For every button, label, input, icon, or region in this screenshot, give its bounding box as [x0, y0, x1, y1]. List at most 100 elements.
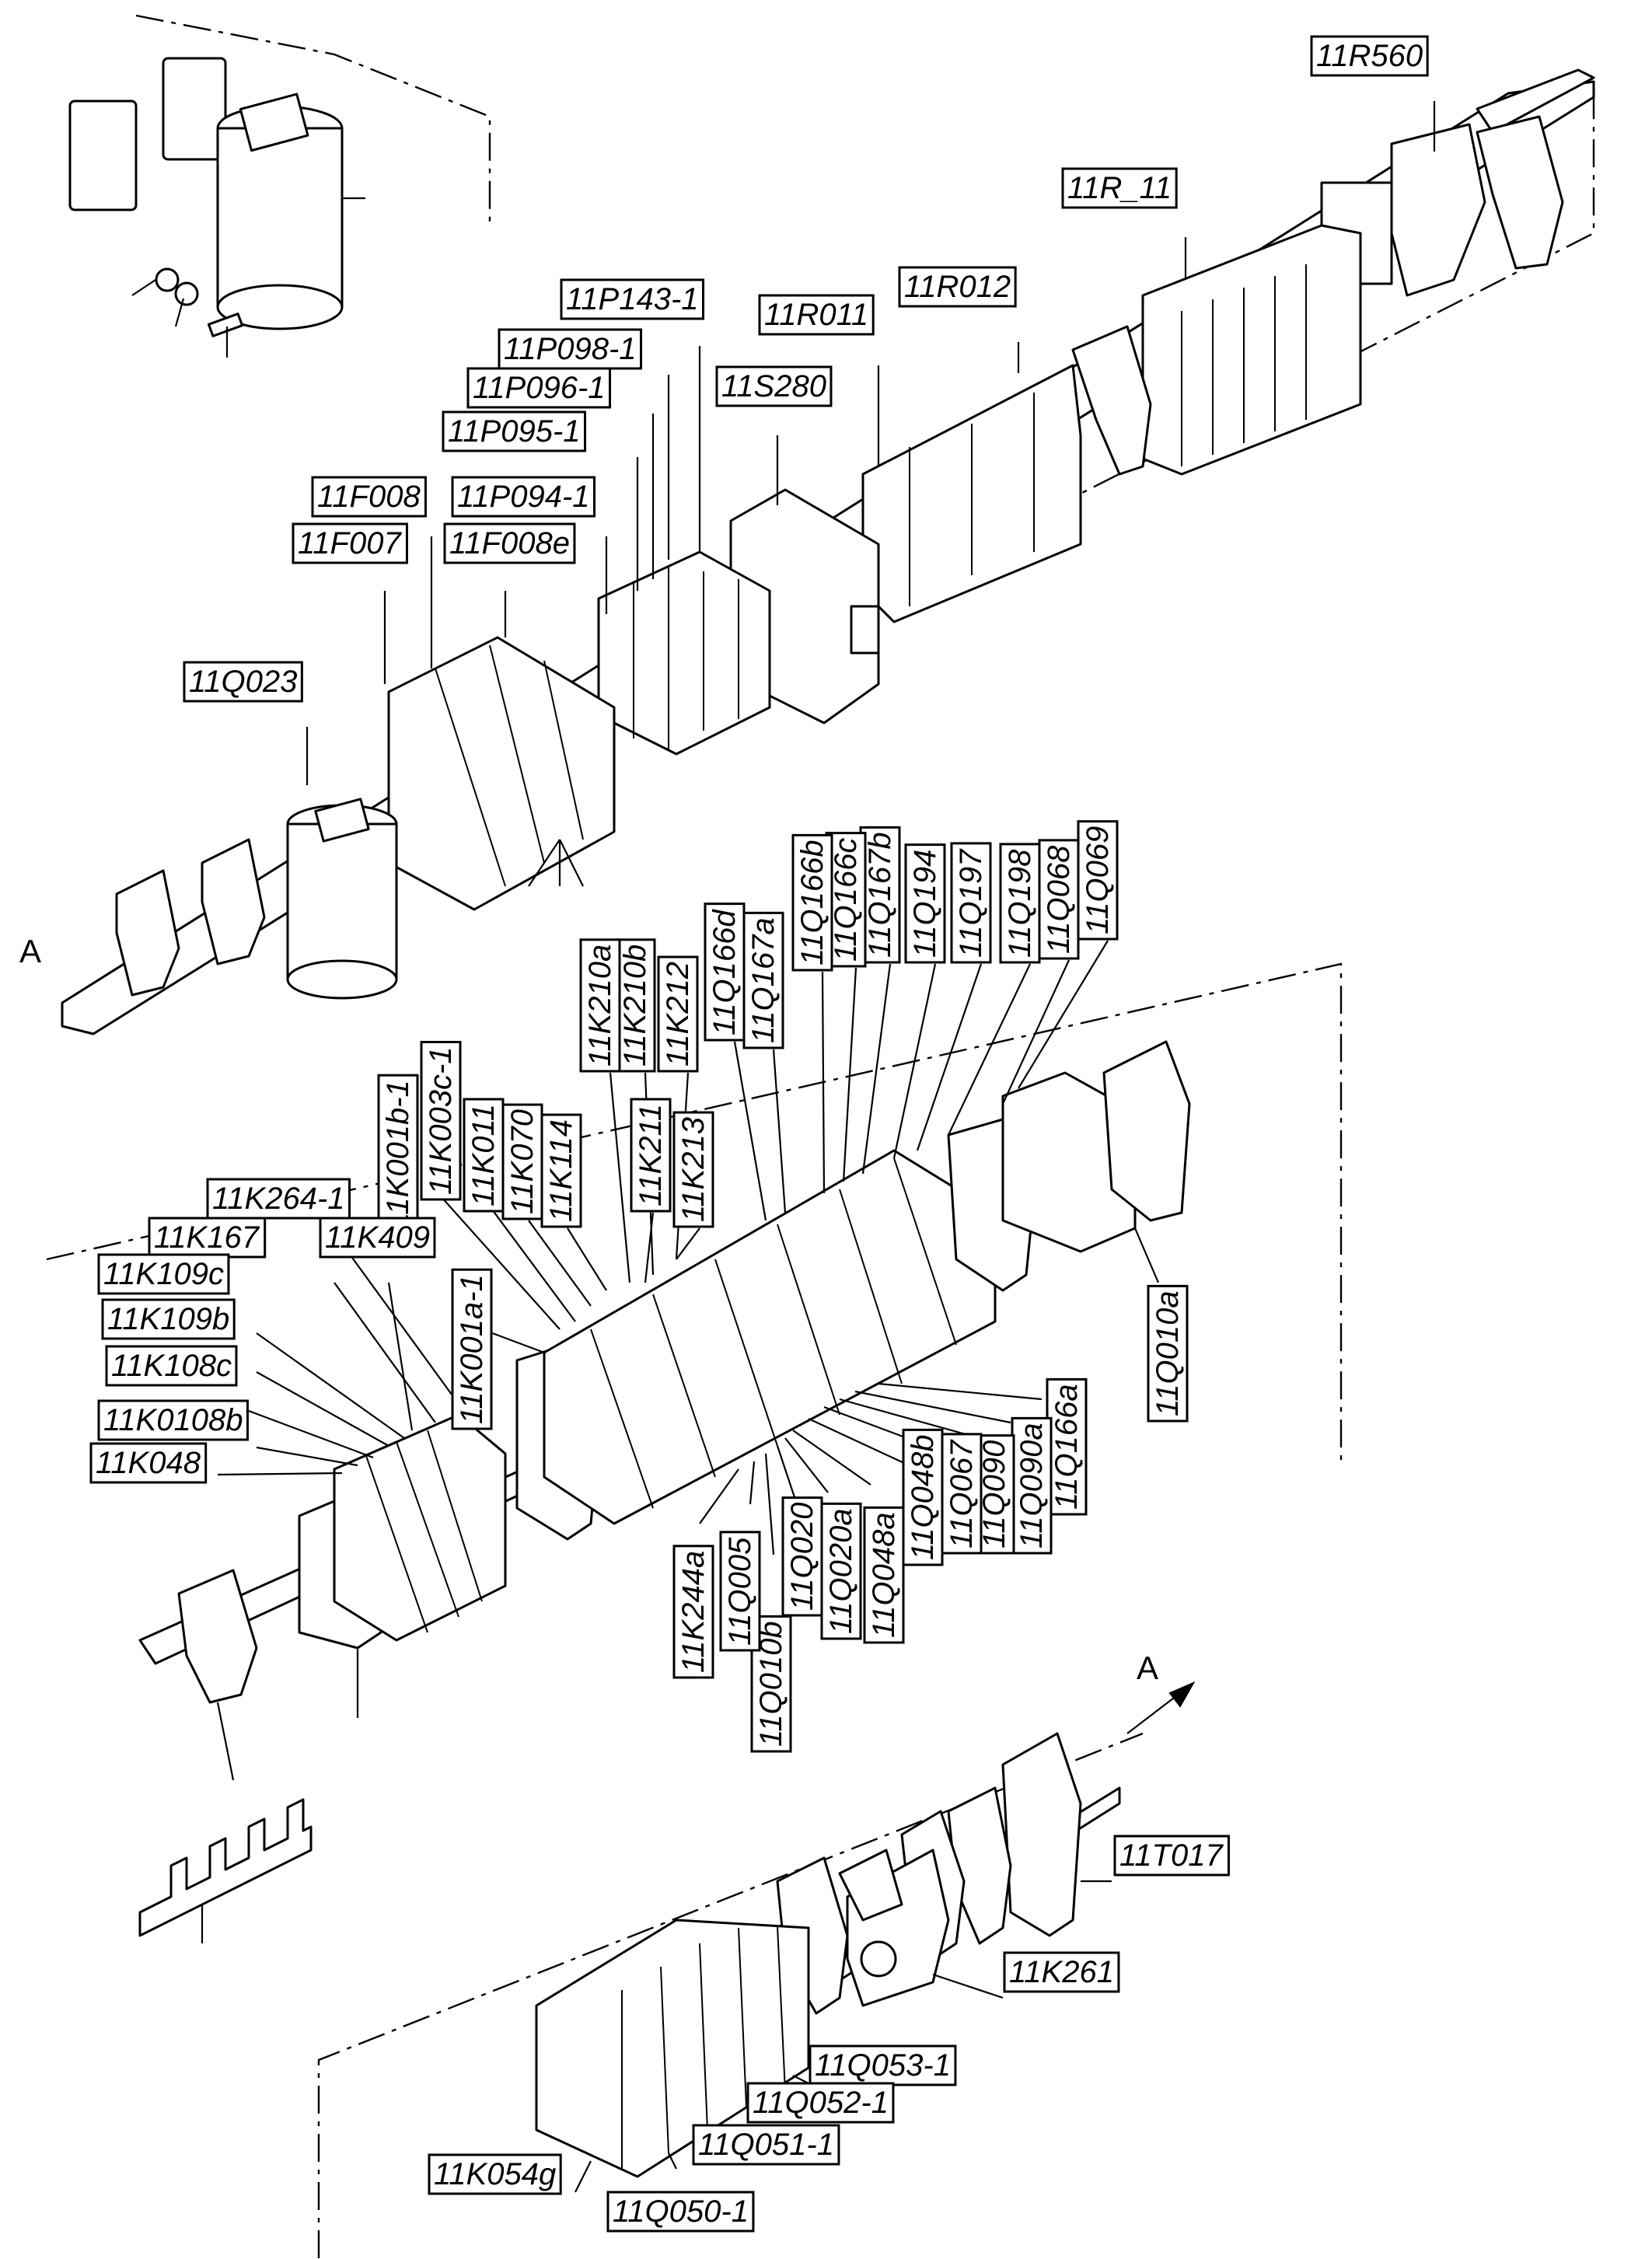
- svg-text:11R012: 11R012: [904, 270, 1011, 304]
- component-label-11k109c: 11K109c: [97, 1253, 230, 1295]
- component-label-11k114: 11K114: [540, 1113, 582, 1228]
- component-label-11s280: 11S280: [715, 365, 833, 407]
- component-label-11k109b: 11K109b: [101, 1298, 236, 1340]
- component-label-11k054g: 11K054g: [428, 2153, 562, 2195]
- svg-text:11K003c-1: 11K003c-1: [424, 1046, 458, 1195]
- component-label-11q198: 11Q198: [999, 843, 1041, 964]
- component-label-11q020: 11Q020: [781, 1496, 823, 1617]
- component-label-11k264-1: 11K264-1: [206, 1178, 351, 1220]
- svg-text:11Q090: 11Q090: [977, 1440, 1011, 1548]
- svg-text:11P094-1: 11P094-1: [457, 480, 590, 514]
- svg-text:11Q048a: 11Q048a: [867, 1512, 901, 1638]
- component-label-11k210b: 11K210b: [614, 938, 656, 1073]
- component-labels: 11R56011R_1111R01211R01111P143-111P098-1…: [89, 35, 1429, 2233]
- middle-rail-assembly: [138, 940, 1191, 1781]
- svg-text:11K109b: 11K109b: [107, 1302, 229, 1336]
- svg-text:11Q194: 11Q194: [908, 850, 942, 958]
- svg-text:11Q198: 11Q198: [1003, 849, 1037, 958]
- component-label-11k048: 11K048: [89, 1442, 208, 1484]
- component-label-11k070: 11K070: [501, 1103, 543, 1220]
- svg-text:11Q090a: 11Q090a: [1015, 1423, 1049, 1548]
- svg-text:11K001b-1: 11K001b-1: [381, 1080, 415, 1230]
- component-label-11t017: 11T017: [1113, 1835, 1230, 1877]
- svg-text:11Q053-1: 11Q053-1: [815, 2048, 951, 2083]
- svg-text:11K109c: 11K109c: [103, 1257, 224, 1291]
- svg-text:11Q010a: 11Q010a: [1151, 1290, 1185, 1416]
- component-label-11k0108b: 11K0108b: [97, 1399, 249, 1441]
- component-label-11q090a: 11Q090a: [1011, 1416, 1053, 1555]
- svg-text:11Q068: 11Q068: [1042, 845, 1076, 954]
- component-label-11q051-1: 11Q051-1: [692, 2124, 840, 2166]
- svg-text:11P098-1: 11P098-1: [504, 332, 637, 366]
- component-label-11q167b: 11Q167b: [859, 826, 901, 964]
- component-label-11p096-1: 11P096-1: [466, 367, 612, 409]
- svg-text:11R_11: 11R_11: [1067, 171, 1172, 205]
- svg-text:11F008: 11F008: [317, 480, 421, 514]
- component-label-11k261: 11K261: [1003, 1951, 1120, 1993]
- component-label-11q052-1: 11Q052-1: [746, 2082, 895, 2124]
- component-label-11k244a: 11K244a: [672, 1545, 714, 1679]
- svg-text:11K114: 11K114: [544, 1119, 578, 1222]
- svg-text:11F008e: 11F008e: [449, 526, 570, 560]
- svg-text:11Q005: 11Q005: [723, 1537, 757, 1646]
- component-label-11k167: 11K167: [148, 1217, 267, 1259]
- arrow-a-right-label: A: [1137, 1650, 1158, 1686]
- svg-text:11K108c: 11K108c: [111, 1349, 232, 1383]
- svg-text:11Q166d: 11Q166d: [707, 909, 742, 1035]
- component-label-11k210a: 11K210a: [579, 938, 621, 1073]
- component-label-11k001a-1: 11K001a-1: [451, 1268, 493, 1430]
- component-label-11q048a: 11Q048a: [863, 1506, 905, 1644]
- svg-text:11Q050-1: 11Q050-1: [613, 2194, 749, 2229]
- svg-text:11Q020a: 11Q020a: [824, 1508, 858, 1634]
- component-label-11f008: 11F008: [311, 476, 427, 518]
- lower-rail-assembly: [138, 1681, 1196, 2193]
- component-label-11q166d: 11Q166d: [704, 903, 746, 1042]
- svg-text:11K054g: 11K054g: [434, 2157, 556, 2191]
- svg-text:11K212: 11K212: [661, 962, 695, 1067]
- component-label-11q048b: 11Q048b: [902, 1428, 944, 1566]
- component-label-11k212: 11K212: [657, 955, 699, 1073]
- component-label-11k011: 11K011: [463, 1098, 505, 1213]
- svg-text:11Q167a: 11Q167a: [746, 917, 781, 1043]
- svg-text:11Q052-1: 11Q052-1: [753, 2086, 889, 2120]
- component-label-11q010a: 11Q010a: [1147, 1284, 1189, 1423]
- svg-text:11K409: 11K409: [325, 1220, 430, 1255]
- svg-text:11K244a: 11K244a: [676, 1551, 711, 1673]
- arrow-a-left-label: A: [19, 933, 41, 969]
- svg-text:11K264-1: 11K264-1: [212, 1182, 345, 1216]
- svg-text:11K167: 11K167: [154, 1220, 260, 1255]
- svg-text:11K070: 11K070: [505, 1109, 540, 1214]
- component-label-11k409: 11K409: [319, 1217, 436, 1259]
- component-label-11r-11: 11R_11: [1061, 167, 1178, 209]
- component-label-11q166a: 11Q166a: [1046, 1377, 1088, 1516]
- svg-text:11Q020: 11Q020: [785, 1503, 819, 1611]
- component-label-11k213: 11K213: [672, 1111, 714, 1228]
- component-label-11p098-1: 11P098-1: [498, 328, 643, 370]
- svg-text:11Q167b: 11Q167b: [863, 832, 897, 958]
- component-label-11k211: 11K211: [630, 1098, 672, 1213]
- svg-text:11K210a: 11K210a: [583, 944, 617, 1067]
- svg-text:11K001a-1: 11K001a-1: [455, 1274, 489, 1424]
- svg-text:11Q166a: 11Q166a: [1050, 1384, 1084, 1510]
- component-label-11k003c-1: 11K003c-1: [420, 1040, 462, 1201]
- svg-text:11Q051-1: 11Q051-1: [698, 2128, 834, 2162]
- svg-text:11Q069: 11Q069: [1081, 826, 1115, 934]
- svg-text:11Q166c: 11Q166c: [829, 838, 863, 962]
- svg-text:11P143-1: 11P143-1: [566, 282, 699, 316]
- svg-text:11K211: 11K211: [634, 1104, 668, 1206]
- component-label-11q194: 11Q194: [904, 843, 946, 964]
- component-label-11p095-1: 11P095-1: [442, 410, 587, 452]
- component-label-11k001b-1: 11K001b-1: [377, 1074, 419, 1236]
- svg-text:11P096-1: 11P096-1: [473, 371, 606, 405]
- component-label-11q167a: 11Q167a: [742, 911, 784, 1049]
- component-label-11q053-1: 11Q053-1: [809, 2044, 957, 2086]
- component-label-11q197: 11Q197: [950, 842, 992, 964]
- component-label-11q050-1: 11Q050-1: [606, 2191, 755, 2233]
- component-label-11k108c: 11K108c: [105, 1345, 238, 1387]
- svg-text:11R560: 11R560: [1316, 39, 1423, 73]
- component-label-11p143-1: 11P143-1: [560, 278, 705, 320]
- component-label-11r012: 11R012: [898, 266, 1017, 308]
- component-label-11q023: 11Q023: [183, 661, 303, 703]
- svg-text:11Q166b: 11Q166b: [795, 840, 829, 965]
